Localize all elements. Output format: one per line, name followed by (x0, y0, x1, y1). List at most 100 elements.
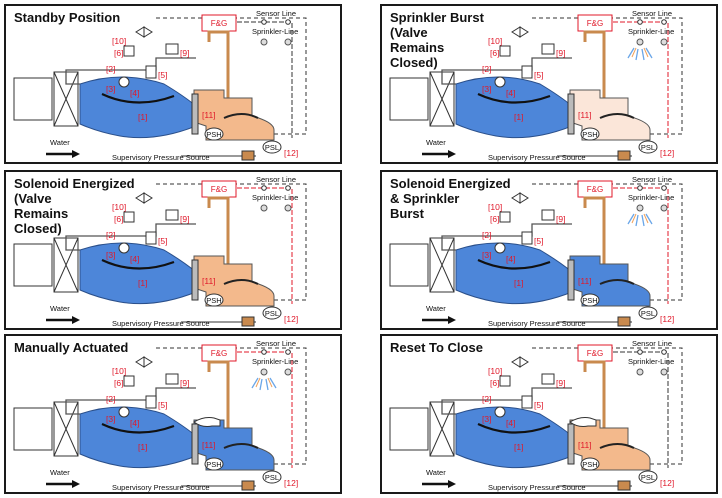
sprinkler-heads (636, 185, 668, 212)
psl-gauge: PSL (638, 140, 658, 154)
label-9: [9] (180, 48, 189, 58)
label-12: [12] (284, 478, 298, 488)
label-11: [11] (202, 440, 216, 450)
psl-gauge: PSL (638, 470, 658, 484)
water-spray (251, 377, 277, 391)
flow-arrowhead (448, 316, 456, 324)
sensor-line-label: Sensor Line (256, 339, 296, 348)
trim-pipe (583, 196, 606, 270)
label-12: [12] (284, 314, 298, 324)
supervisory-valve (241, 316, 255, 327)
label-3: [3] (482, 414, 491, 424)
panel-title: Solenoid Energized (Valve Remains Closed… (14, 176, 135, 236)
svg-text:PSL: PSL (265, 473, 279, 482)
label-9: [9] (180, 214, 189, 224)
panel-6: F&G Sensor Line Sprinkler-Line (380, 334, 718, 494)
gate-valve-cross (53, 401, 79, 457)
clapper (599, 443, 635, 449)
main-valve-body (455, 406, 573, 469)
label-10: [10] (488, 366, 502, 376)
diaphragm (101, 93, 175, 104)
main-valve-body (79, 76, 197, 139)
psh-gauge: PSH (204, 293, 224, 307)
gate-valve-cross (429, 71, 455, 127)
fg-label: F&G (587, 185, 603, 194)
supervisory-label: Supervisory Pressure Source (488, 319, 586, 328)
svg-text:PSH: PSH (582, 130, 597, 139)
diaphragm (477, 93, 551, 104)
control-tubing (65, 387, 196, 415)
diaphragm (477, 423, 551, 434)
label-3: [3] (106, 84, 115, 94)
outlet-flange (191, 93, 199, 135)
inlet-flange-left (13, 243, 53, 287)
sprinkler-heads (636, 349, 668, 376)
clapper (599, 279, 635, 285)
main-valve-body (455, 76, 573, 139)
trim-valve-5 (521, 65, 533, 79)
solenoid-6 (499, 45, 511, 57)
sensor-line-loop (156, 17, 307, 135)
sprinkler-heads (260, 185, 292, 212)
psh-gauge: PSH (580, 293, 600, 307)
valve-9 (165, 43, 179, 55)
fg-label: F&G (211, 349, 227, 358)
panel-5: F&G Sensor Line Sprinkler-Line (4, 334, 342, 494)
trim-valve-5 (145, 231, 157, 245)
label-4: [4] (130, 88, 139, 98)
trim-valve-5 (521, 231, 533, 245)
label-6: [6] (114, 214, 123, 224)
valve-9 (541, 373, 555, 385)
clapper (223, 443, 259, 449)
label-2: [2] (482, 230, 491, 240)
solenoid-6 (123, 45, 135, 57)
control-tubing (441, 57, 572, 85)
sprinkler-line-label: Sprinkler-Line (628, 357, 674, 366)
label-10: [10] (112, 36, 126, 46)
label-1: [1] (138, 112, 147, 122)
trim-pipe (207, 360, 230, 434)
outlet-flange (191, 423, 199, 465)
svg-text:PSH: PSH (206, 296, 221, 305)
panel-schematic: F&G Sensor Line Sprinkler-Line (13, 339, 307, 492)
trim-valve-4 (494, 406, 506, 418)
svg-text:PSL: PSL (265, 143, 279, 152)
sprinkler-line-label: Sprinkler-Line (252, 27, 298, 36)
label-1: [1] (514, 278, 523, 288)
label-2: [2] (482, 64, 491, 74)
sensor-line-loop (532, 183, 683, 301)
manual-release-hand-icon (193, 417, 221, 427)
panel-title: Sprinkler Burst (Valve Remains Closed) (390, 10, 484, 70)
flow-arrowhead (72, 316, 80, 324)
supervisory-valve (617, 150, 631, 161)
svg-text:PSL: PSL (265, 309, 279, 318)
supervisory-label: Supervisory Pressure Source (488, 483, 586, 492)
supervisory-valve (241, 150, 255, 161)
sensor-line-label: Sensor Line (256, 175, 296, 184)
label-2: [2] (106, 64, 115, 74)
label-6: [6] (490, 378, 499, 388)
panel-schematic: F&G Sensor Line Sprinkler-Line (389, 9, 683, 162)
outlet-flange (567, 423, 575, 465)
supervisory-valve (241, 480, 255, 491)
trim-valve-5 (145, 395, 157, 409)
flow-arrowhead (72, 480, 80, 488)
bowtie-valve (135, 26, 153, 38)
bowtie-valve (511, 26, 529, 38)
outlet-flange (191, 259, 199, 301)
sprinkler-line-label: Sprinkler-Line (628, 27, 674, 36)
flow-arrowhead (448, 480, 456, 488)
fg-label: F&G (587, 349, 603, 358)
label-12: [12] (284, 148, 298, 158)
solenoid-6 (499, 211, 511, 223)
gate-valve-cross (429, 401, 455, 457)
water-label: Water (426, 468, 446, 477)
svg-text:PSL: PSL (641, 143, 655, 152)
sensor-line-label: Sensor Line (632, 175, 672, 184)
supervisory-valve (617, 480, 631, 491)
label-4: [4] (506, 88, 515, 98)
svg-text:PSH: PSH (582, 296, 597, 305)
panel-schematic: F&G Sensor Line Sprinkler-Line (13, 175, 307, 328)
label-3: [3] (482, 84, 491, 94)
valve-9 (165, 373, 179, 385)
